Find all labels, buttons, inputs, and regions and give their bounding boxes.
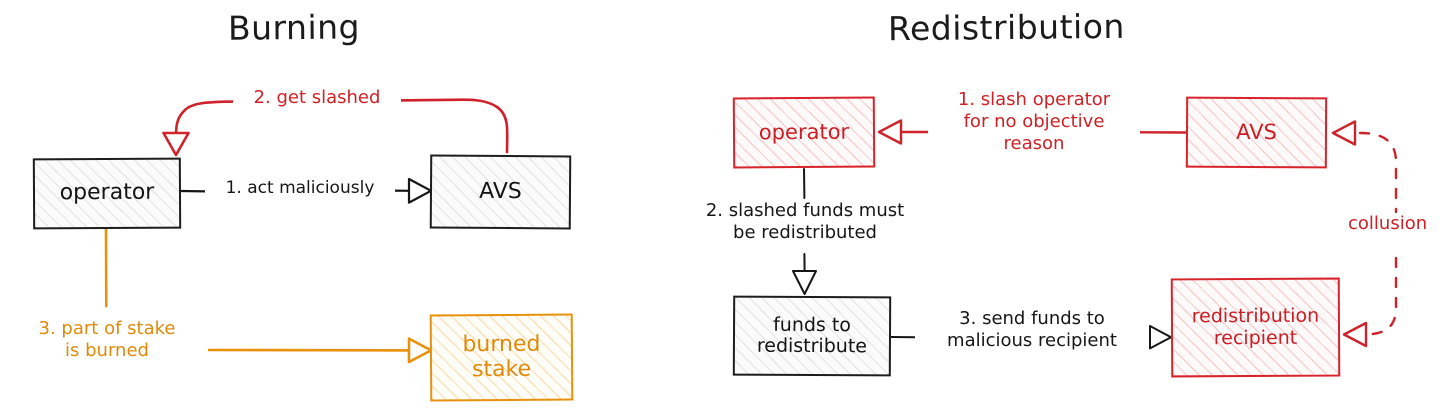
panel-title-redistribution: Redistribution <box>887 6 1126 49</box>
node-redistribution-recipient[interactable]: redistribution recipient <box>1170 277 1341 378</box>
edge-label-slash-operator: 1. slash operator for no objective reaso… <box>928 89 1140 155</box>
node-operator-burning[interactable]: operator <box>32 157 182 230</box>
edge-label-send-funds: 3. send funds to malicious recipient <box>915 308 1149 352</box>
edge-label-slashed-funds: 2. slashed funds must be redistributed <box>674 200 936 244</box>
node-operator-redistribution[interactable]: operator <box>732 96 876 169</box>
node-avs-redistribution[interactable]: AVS <box>1185 96 1328 169</box>
node-avs-burning[interactable]: AVS <box>429 154 572 230</box>
node-burned-stake[interactable]: burned stake <box>429 313 574 402</box>
edge-label-get-slashed: 2. get slashed <box>233 87 401 109</box>
edge-label-part-of-stake: 3. part of stake is burned <box>6 318 208 362</box>
edge-label-act-maliciously: 1. act maliciously <box>205 178 395 199</box>
panel-title-burning: Burning <box>227 7 361 48</box>
edge-label-collusion: collusion <box>1348 213 1448 235</box>
node-funds-to-redistribute[interactable]: funds to redistribute <box>732 295 892 377</box>
